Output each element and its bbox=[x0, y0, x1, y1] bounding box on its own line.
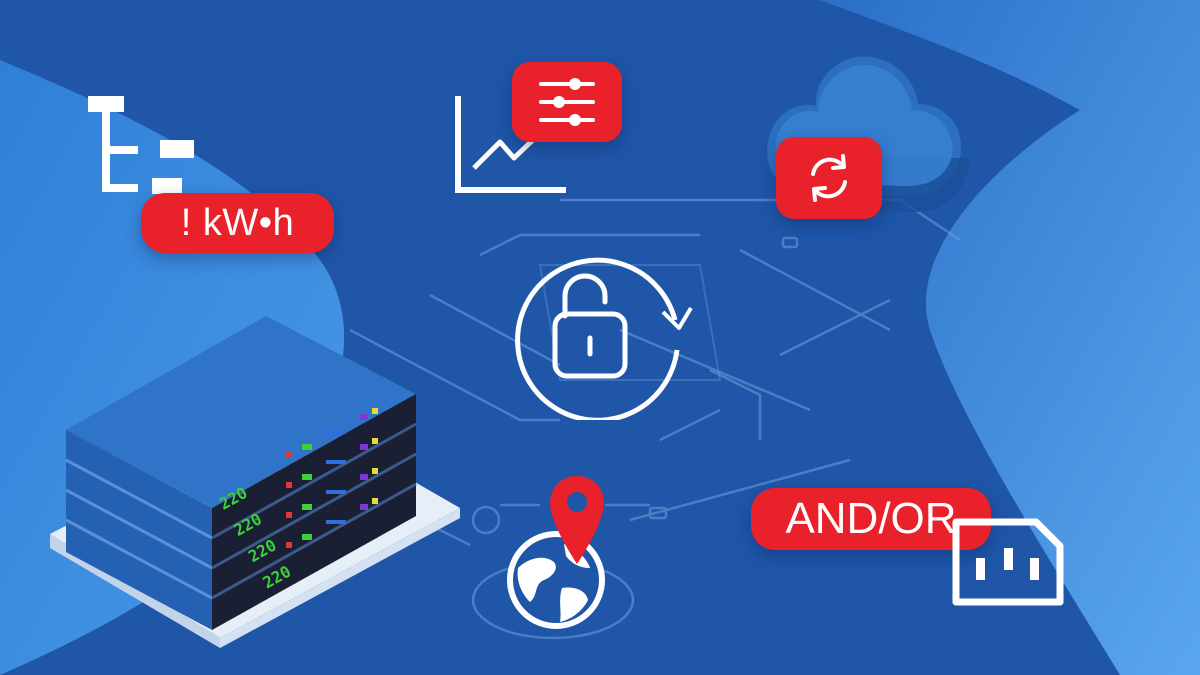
right-light-band bbox=[820, 0, 1200, 675]
energy-badge-label: ! kW•h bbox=[180, 201, 295, 244]
power-socket-icon bbox=[952, 518, 1064, 606]
sync-badge bbox=[776, 137, 882, 219]
sliders-icon bbox=[539, 78, 595, 126]
logic-badge-label: AND/OR bbox=[785, 494, 957, 543]
location-pin-icon bbox=[550, 476, 604, 564]
hierarchy-icon bbox=[88, 96, 194, 194]
unlock-rotate-icon bbox=[515, 257, 693, 420]
server-stack-icon bbox=[50, 316, 460, 648]
logic-badge: AND/OR bbox=[751, 488, 991, 550]
settings-badge bbox=[512, 62, 622, 142]
energy-badge: ! kW•h bbox=[141, 193, 334, 253]
sync-icon bbox=[811, 154, 847, 202]
